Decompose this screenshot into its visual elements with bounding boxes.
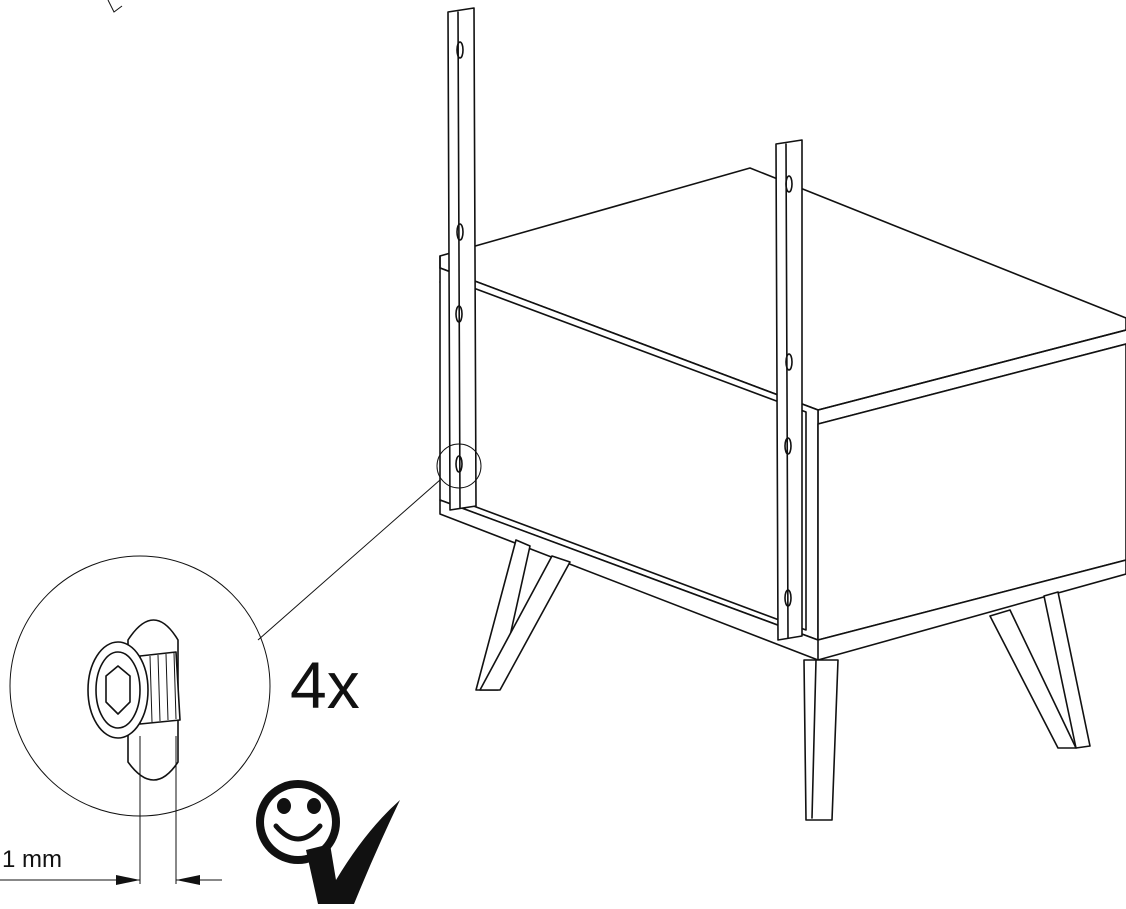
screw-head-outer (87, 641, 149, 739)
bracket-left-slot-1 (456, 41, 464, 59)
bracket-left (447, 7, 477, 511)
cabinet-top-right-edge (817, 329, 1126, 411)
leg-right-inner (989, 609, 1077, 749)
leg-front (803, 659, 839, 821)
bracket-left-screw-1 (455, 305, 463, 323)
bracket-right-edge (785, 143, 789, 639)
bracket-left-slot-2 (456, 223, 464, 241)
cabinet-right-face (817, 343, 1126, 641)
screw-hex-socket (105, 665, 131, 715)
leg-right (1043, 591, 1091, 749)
bracket-left-bar (447, 7, 477, 511)
bracket-right (775, 139, 803, 641)
bracket-right-screw-1 (784, 437, 792, 455)
leg-back-left-inner (479, 555, 571, 691)
dim-arrow-left (116, 875, 140, 885)
screw-head-inner (95, 651, 141, 729)
leg-front-edge (811, 659, 817, 819)
corner-fragment (107, 0, 123, 13)
gap-dimension (0, 736, 222, 885)
bracket-right-slot-1 (785, 175, 793, 193)
bracket-right-screw-2 (784, 589, 792, 607)
gap-dimension-label: 1 mm (2, 846, 62, 873)
dim-arrow-right (176, 875, 200, 885)
bracket-left-screw-2 (455, 455, 463, 473)
checkmark-icon (306, 800, 400, 904)
cabinet-legs (475, 539, 1091, 821)
quantity-label: 4x (290, 648, 360, 722)
screw-thread-lines (149, 652, 177, 723)
smiley-face-icon (256, 780, 340, 864)
bracket-right-slot-2 (785, 353, 793, 371)
bracket-right-bar (775, 139, 803, 641)
hex-screw-icon (87, 641, 181, 739)
detail-marker-circle (436, 443, 482, 489)
bracket-left-edge (457, 11, 461, 509)
detail-leader-line (257, 479, 441, 641)
